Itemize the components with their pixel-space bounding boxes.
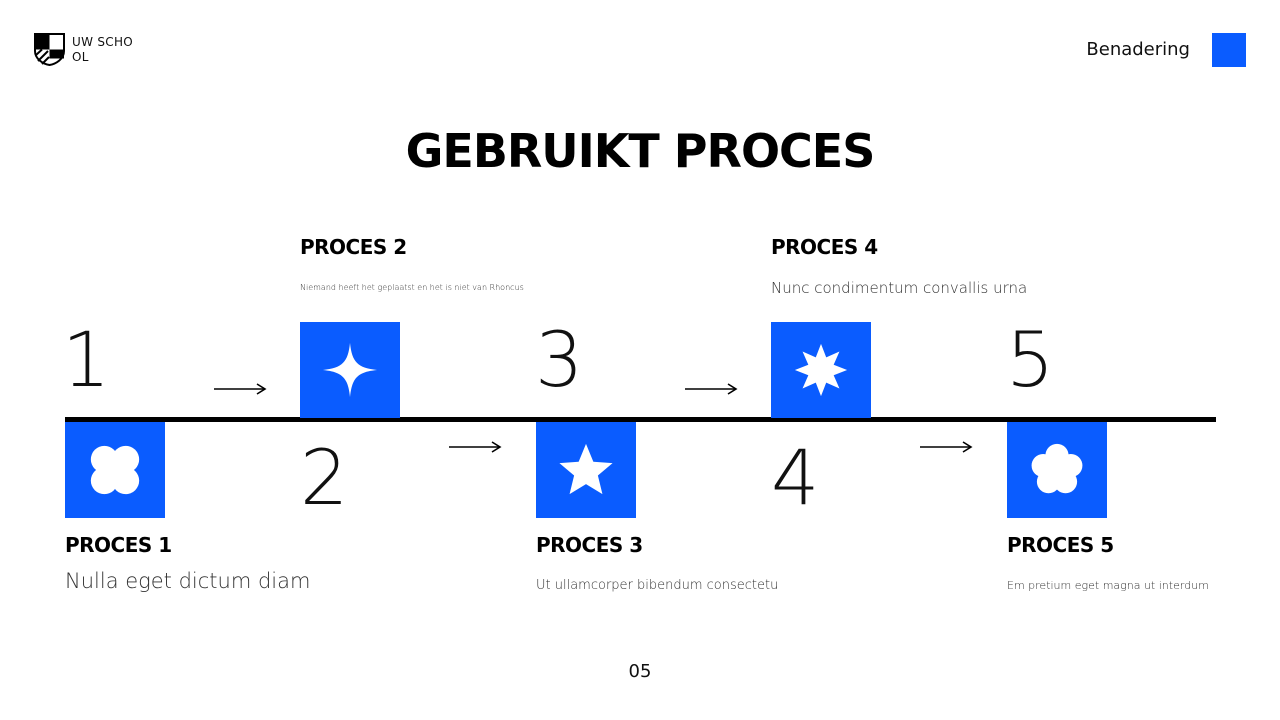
timeline-line: [65, 417, 1216, 422]
step-1-description: Nulla eget dictum diam: [65, 569, 311, 593]
arrow-right-icon: [214, 383, 267, 395]
shield-logo-icon: [34, 33, 65, 66]
step-number-2: 2: [300, 433, 349, 522]
step-3-description: Ut ullamcorper bibendum consectetu: [536, 578, 779, 593]
arrow-right-icon: [920, 441, 973, 453]
page-number: 05: [628, 661, 652, 682]
starburst-icon: [794, 343, 848, 397]
step-2-icon-box: [300, 322, 400, 418]
school-logo: UW SCHOOL: [34, 33, 134, 83]
step-1-title: PROCES 1: [65, 533, 172, 557]
step-3-icon-box: [536, 422, 636, 518]
four-lobe-flower-icon: [90, 445, 140, 495]
section-label: Benadering: [1086, 39, 1190, 60]
step-3-title: PROCES 3: [536, 533, 643, 557]
star-icon: [559, 443, 613, 495]
step-5-icon-box: [1007, 422, 1107, 518]
step-4-description: Nunc condimentum convallis urna: [771, 279, 1028, 297]
four-point-sparkle-icon: [322, 342, 378, 398]
slide-title: GEBRUIKT PROCES: [405, 124, 876, 178]
step-4-icon-box: [771, 322, 871, 418]
accent-square: [1212, 33, 1246, 67]
five-petal-flower-icon: [1031, 443, 1083, 494]
step-5-description: Em pretium eget magna ut interdum: [1007, 579, 1209, 592]
step-number-1: 1: [62, 315, 111, 404]
arrow-right-icon: [449, 441, 502, 453]
logo-text: UW SCHOOL: [72, 35, 134, 64]
step-number-5: 5: [1006, 315, 1055, 404]
step-4-title: PROCES 4: [771, 235, 878, 259]
step-number-3: 3: [535, 315, 584, 404]
step-2-description: Niemand heeft het geplaatst en het is ni…: [300, 283, 524, 292]
arrow-right-icon: [685, 383, 738, 395]
step-5-title: PROCES 5: [1007, 533, 1114, 557]
step-1-icon-box: [65, 422, 165, 518]
step-number-4: 4: [771, 433, 820, 522]
step-2-title: PROCES 2: [300, 235, 407, 259]
